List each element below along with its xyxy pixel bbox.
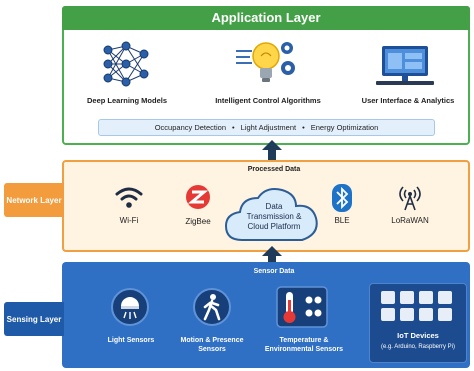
sensor-line: Sensors	[198, 346, 226, 353]
banner-separator: •	[302, 123, 305, 132]
app-item-label: User Interface & Analytics	[361, 96, 455, 105]
sensor-line: Light Sensors	[107, 337, 155, 344]
device-tile	[381, 308, 395, 321]
iot-devices-icon	[381, 291, 452, 321]
processed-data-label: Processed Data	[247, 166, 301, 173]
light-sensor-icon	[121, 297, 139, 319]
sensor-line: Motion & Presence	[180, 337, 244, 344]
sensing-layer-label: Sensing Layer	[4, 302, 64, 336]
network-item-label: LoRaWAN	[391, 216, 429, 225]
antenna-icon	[399, 186, 421, 211]
cloud-platform-text: Data Transmission & Cloud Platform	[232, 202, 316, 232]
device-tile	[400, 291, 414, 304]
device-tile	[419, 291, 433, 304]
neural-network-icon	[103, 41, 149, 87]
sensor-item-label: Motion & Presence Sensors	[172, 336, 252, 354]
monitor-laptop-icon	[376, 46, 434, 85]
device-tile	[438, 291, 452, 304]
iot-devices-subtitle: (e.g. Arduino, Raspberry Pi)	[380, 344, 456, 350]
banner-item: Energy Optimization	[310, 123, 379, 132]
network-layer-label: Network Layer	[4, 183, 64, 217]
network-item-label: Wi-Fi	[119, 216, 139, 225]
network-item-label: BLE	[334, 216, 350, 225]
app-item-label: Intelligent Control Algorithms	[215, 96, 321, 105]
device-tile	[381, 291, 395, 304]
application-layer-title: Application Layer	[62, 6, 470, 30]
cloud-platform-icon	[224, 188, 318, 241]
bluetooth-icon	[332, 184, 352, 212]
wifi-icon	[115, 187, 143, 208]
up-arrow-icon	[262, 246, 282, 268]
walking-person-icon	[203, 294, 221, 321]
device-tile	[438, 308, 452, 321]
zigbee-icon	[186, 185, 210, 209]
device-tile	[419, 308, 433, 321]
banner-item: Occupancy Detection	[154, 123, 227, 132]
sensor-item-label: Temperature & Environmental Sensors	[254, 336, 354, 354]
iot-devices-title: IoT Devices	[397, 331, 439, 340]
sensor-item-label: Light Sensors	[96, 336, 166, 345]
application-features-banner: Occupancy Detection • Light Adjustment •…	[98, 119, 435, 136]
motion-sensor-badge	[193, 288, 231, 326]
banner-item: Light Adjustment	[240, 123, 297, 132]
sensor-line: Temperature &	[279, 337, 329, 344]
network-item-label: ZigBee	[185, 217, 211, 226]
sensor-data-label: Sensor Data	[253, 268, 295, 275]
app-item-label: Deep Learning Models	[86, 96, 167, 105]
up-arrow-icon	[262, 140, 282, 164]
cloud-line: Cloud Platform	[247, 222, 301, 231]
lightbulb-gears-icon	[236, 42, 295, 82]
cloud-line: Data	[265, 202, 283, 211]
thermometer-icon	[276, 286, 328, 328]
device-tile	[400, 308, 414, 321]
cloud-line: Transmission &	[246, 212, 302, 221]
sensor-line: Environmental Sensors	[264, 346, 344, 353]
banner-separator: •	[232, 123, 235, 132]
